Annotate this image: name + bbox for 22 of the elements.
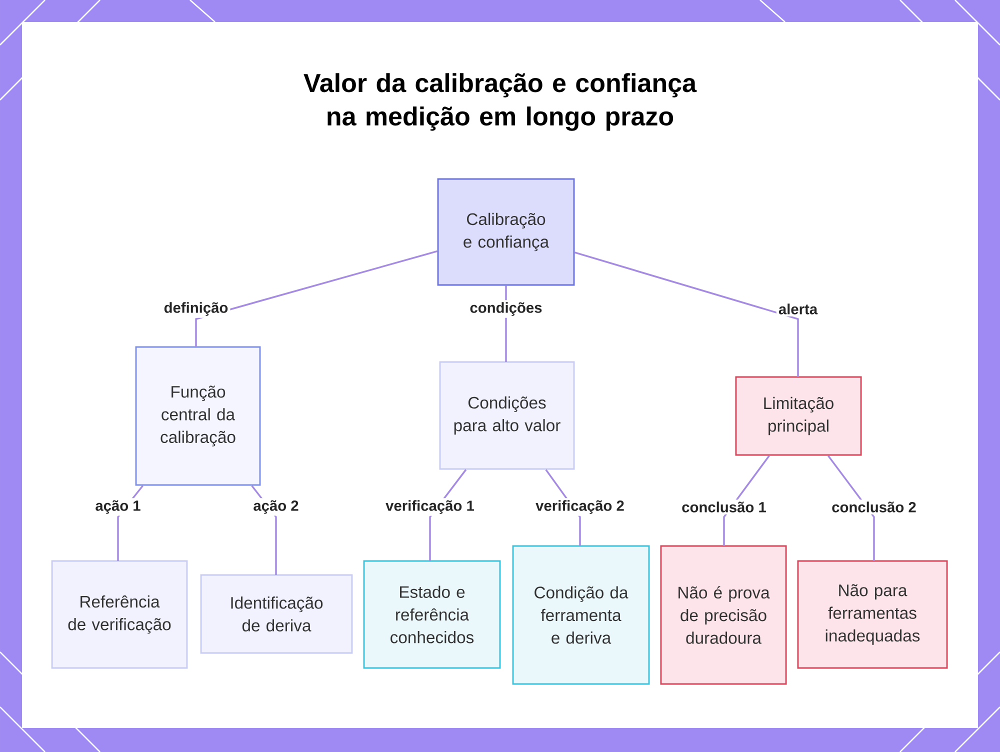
- connector: [574, 252, 799, 377]
- edge-label: conclusão 2: [830, 500, 918, 514]
- title: Valor da calibração e confiança na medição em longo prazo: [304, 73, 697, 131]
- concept-box: Não é prova de precisão duradoura: [660, 545, 787, 685]
- concept-box: Calibração e confiança: [437, 178, 575, 286]
- edge-label: ação 2: [251, 498, 301, 516]
- edge-label: condições: [468, 300, 544, 318]
- concept-box: Não para ferramentas inadequadas: [797, 560, 948, 669]
- concept-box: Estado e referência conhecidos: [363, 560, 501, 669]
- concept-box: Referência de verificação: [51, 560, 188, 669]
- connector: [195, 250, 438, 347]
- edge-label: verificação 2: [534, 498, 626, 516]
- concept-box: Identificação de deriva: [200, 574, 353, 654]
- edge-label: definição: [162, 300, 230, 318]
- edge-label: alerta: [776, 302, 820, 316]
- concept-box: Limitação principal: [735, 376, 862, 456]
- edge-label: conclusão 1: [680, 500, 768, 514]
- concept-box: Condição da ferramenta e deriva: [512, 545, 650, 685]
- concept-box: Condições para alto valor: [439, 361, 575, 470]
- edge-label: ação 1: [93, 498, 143, 516]
- concept-box: Função central da calibração: [135, 346, 261, 486]
- edge-label: verificação 1: [384, 498, 476, 516]
